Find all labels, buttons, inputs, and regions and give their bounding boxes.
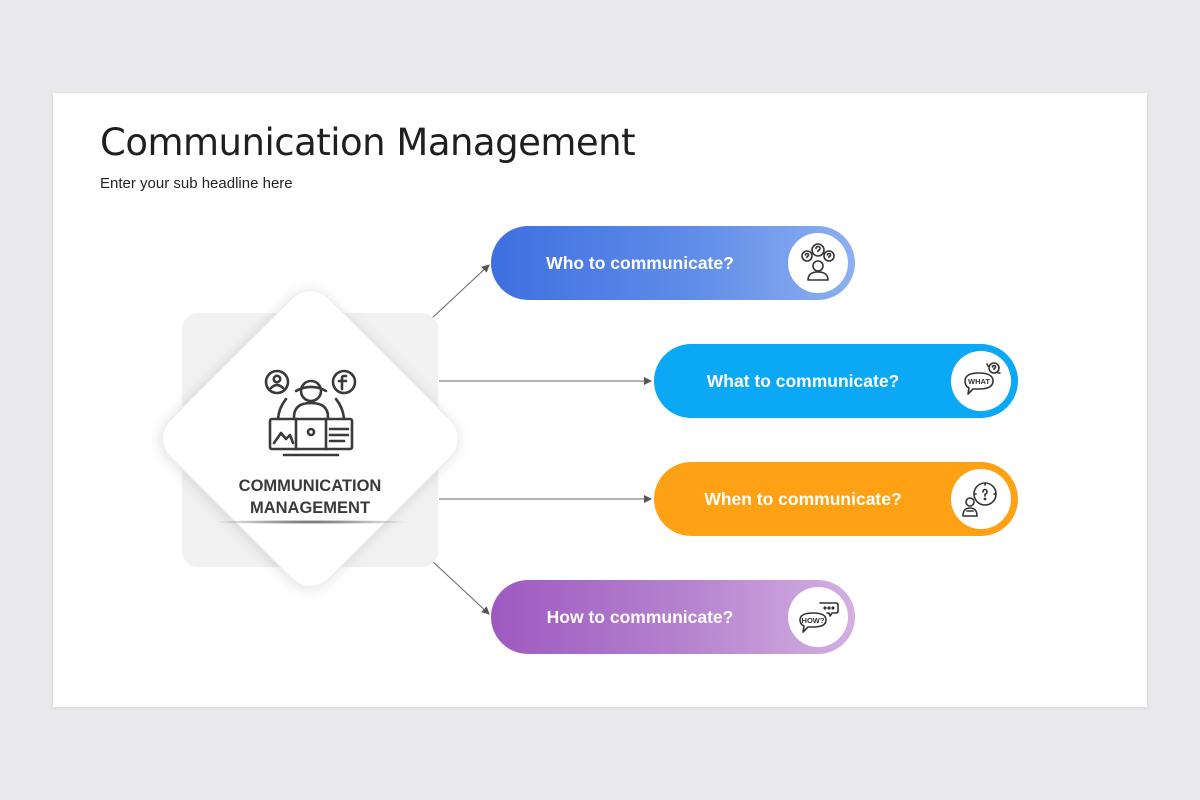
connector-who	[430, 264, 490, 320]
how-speech-bubble-icon: HOW?	[799, 602, 839, 633]
connector-how	[430, 559, 490, 615]
pill-how-icon-circle: HOW?	[788, 587, 848, 647]
pill-who-icon-circle	[788, 233, 848, 293]
pill-how[interactable]: How to communicate? HOW?	[491, 580, 855, 654]
connector-arrows	[430, 264, 652, 615]
pill-when[interactable]: When to communicate?	[654, 462, 1018, 536]
pill-who[interactable]: Who to communicate?	[491, 226, 855, 300]
pill-what-icon-circle: WHAT	[951, 351, 1011, 411]
pill-when-icon-circle	[951, 469, 1011, 529]
what-icon-text: WHAT	[968, 377, 990, 386]
pill-how-label: How to communicate?	[546, 606, 734, 627]
pill-who-label: Who to communicate?	[546, 252, 734, 273]
slide: Communication Management Enter your sub …	[53, 93, 1147, 707]
page-subtitle: Enter your sub headline here	[100, 175, 293, 192]
what-speech-bubble-icon: WHAT	[964, 362, 1001, 395]
pill-when-label: When to communicate?	[704, 488, 902, 509]
when-clock-person-icon	[962, 482, 997, 517]
pill-what[interactable]: What to communicate? WHAT	[654, 344, 1018, 418]
how-icon-text: HOW?	[802, 616, 825, 625]
pill-what-label: What to communicate?	[706, 370, 900, 391]
communication-management-icon	[264, 369, 357, 457]
center-underline	[218, 520, 403, 524]
center-label: COMMUNICATION MANAGEMENT	[210, 475, 410, 519]
center-label-line1: COMMUNICATION	[238, 477, 382, 495]
center-label-line2: MANAGEMENT	[249, 499, 371, 517]
page-title: Communication Management	[100, 121, 636, 164]
who-question-person-icon	[801, 243, 835, 281]
